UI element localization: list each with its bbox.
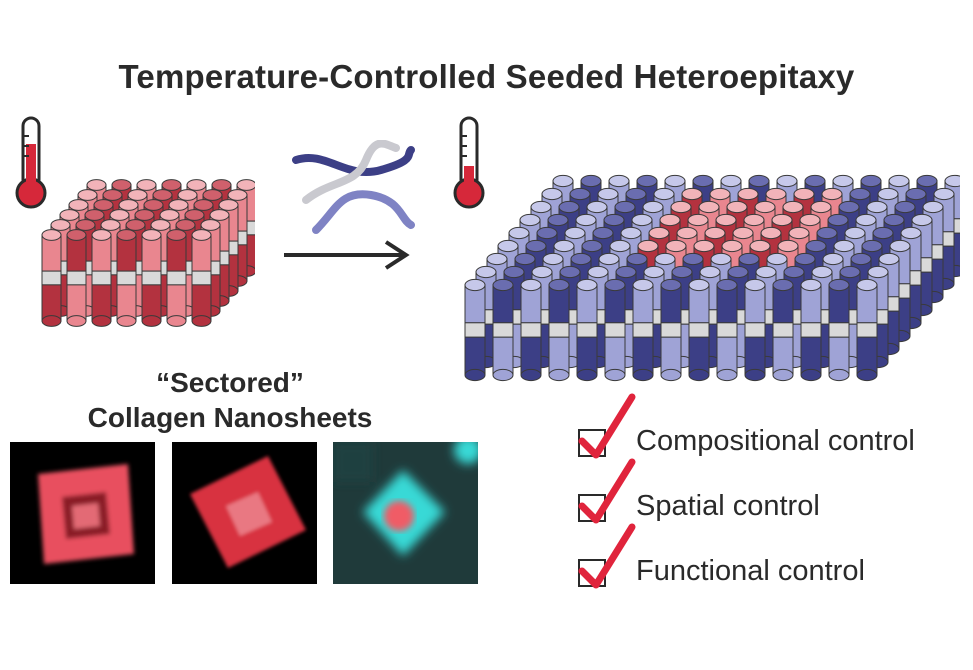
check-mark-icon bbox=[578, 393, 636, 459]
right-arrow-icon bbox=[284, 240, 410, 270]
cylinder bbox=[464, 278, 486, 382]
sectored-nanosheet-block bbox=[464, 174, 960, 382]
cylinder bbox=[576, 278, 598, 382]
cylinder bbox=[41, 229, 62, 327]
microscopy-image-3 bbox=[333, 442, 478, 584]
cylinder bbox=[548, 278, 570, 382]
checklist-label: Compositional control bbox=[636, 425, 915, 457]
red-nanosheet-block bbox=[41, 179, 255, 327]
cylinder bbox=[141, 229, 162, 327]
cylinder bbox=[660, 278, 682, 382]
cylinder bbox=[716, 278, 738, 382]
cylinder bbox=[604, 278, 626, 382]
cylinder bbox=[772, 278, 794, 382]
check-mark-icon bbox=[578, 523, 636, 589]
cylinder bbox=[66, 229, 87, 327]
cylinder bbox=[492, 278, 514, 382]
peptide-strands-icon bbox=[292, 140, 415, 234]
check-mark-icon bbox=[578, 458, 636, 524]
cylinder bbox=[800, 278, 822, 382]
cylinder bbox=[91, 229, 112, 327]
thermometer-icon bbox=[453, 116, 485, 209]
cylinder bbox=[191, 229, 212, 327]
microscopy-image-1 bbox=[10, 442, 155, 584]
caption-line-2: Collagen Nanosheets bbox=[87, 402, 373, 433]
caption-line-1: “Sectored” bbox=[156, 367, 304, 398]
cylinder bbox=[632, 278, 654, 382]
cylinder bbox=[116, 229, 137, 327]
cylinder bbox=[856, 278, 878, 382]
thermometer-icon bbox=[15, 116, 47, 209]
microscopy-image-2 bbox=[172, 442, 317, 584]
page-title: Temperature-Controlled Seeded Heteroepit… bbox=[118, 58, 855, 95]
cylinder bbox=[688, 278, 710, 382]
cylinder bbox=[744, 278, 766, 382]
checklist-label: Functional control bbox=[636, 555, 865, 587]
checklist-label: Spatial control bbox=[636, 490, 820, 522]
cylinder bbox=[828, 278, 850, 382]
cylinder bbox=[520, 278, 542, 382]
cylinder bbox=[166, 229, 187, 327]
